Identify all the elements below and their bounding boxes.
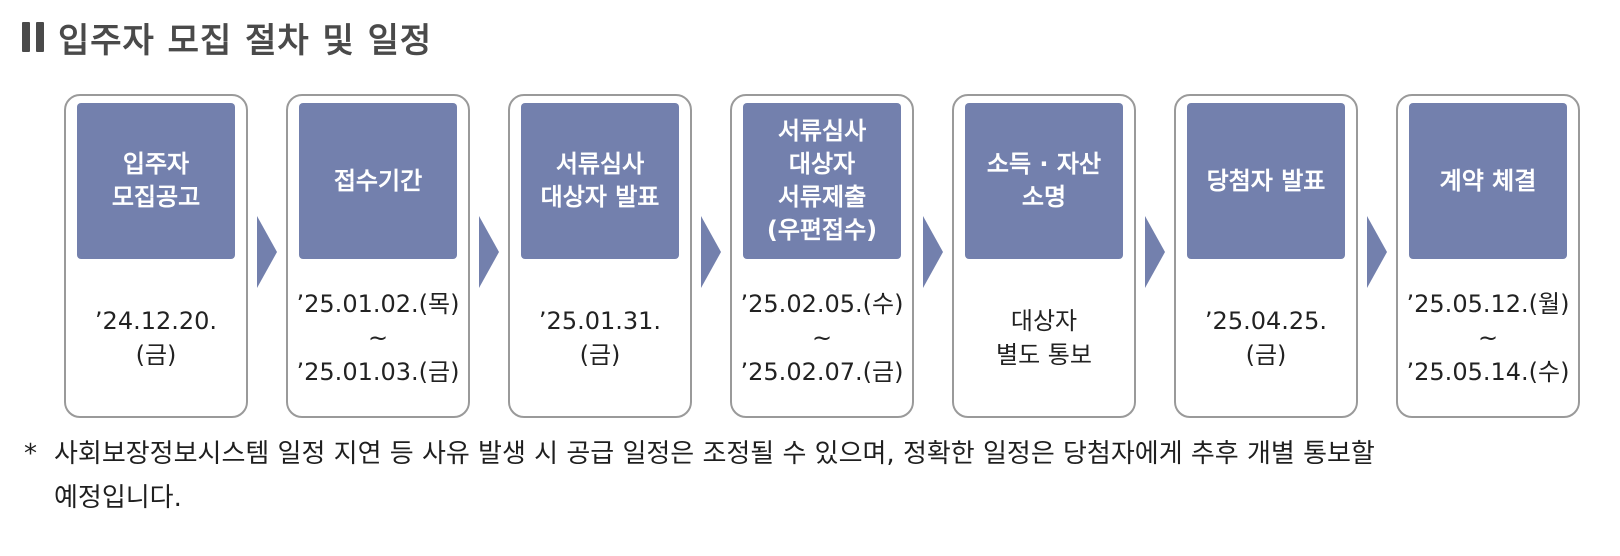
step-label: 당첨자 발표 <box>1187 103 1345 259</box>
step-date: ’25.04.25. (금) <box>1204 306 1328 369</box>
step-date: ’24.12.20. (금) <box>94 306 218 369</box>
step-card-2: 접수기간 ’25.01.02.(목) ~ ’25.01.03.(금) <box>286 94 470 418</box>
page-title: 입주자 모집 절차 및 일정 <box>58 20 433 61</box>
section-title: 입주자 모집 절차 및 일정 <box>22 14 433 61</box>
step-label: 소득 · 자산 소명 <box>965 103 1123 259</box>
asterisk-marker: * <box>24 439 37 469</box>
step-date: ’25.05.12.(월) ~ ’25.05.14.(수) <box>1406 289 1570 386</box>
step-card-3: 서류심사 대상자 발표 ’25.01.31. (금) <box>508 94 692 418</box>
footnote: * 사회보장정보시스템 일정 지연 등 사유 발생 시 공급 일정은 조정될 수… <box>24 432 1594 520</box>
step-label: 접수기간 <box>299 103 457 259</box>
footnote-line-1: 사회보장정보시스템 일정 지연 등 사유 발생 시 공급 일정은 조정될 수 있… <box>54 439 1375 469</box>
arrow-right-icon <box>248 94 286 418</box>
step-label: 입주자 모집공고 <box>77 103 235 259</box>
arrow-right-icon <box>1136 94 1174 418</box>
footnote-line-2: 예정입니다. <box>54 483 182 513</box>
step-card-6: 당첨자 발표 ’25.04.25. (금) <box>1174 94 1358 418</box>
step-card-4: 서류심사 대상자 서류제출 (우편접수) ’25.02.05.(수) ~ ’25… <box>730 94 914 418</box>
arrow-right-icon <box>914 94 952 418</box>
step-label: 서류심사 대상자 서류제출 (우편접수) <box>743 103 901 259</box>
step-label: 계약 체결 <box>1409 103 1567 259</box>
title-bar-icon <box>22 22 44 52</box>
step-date: ’25.01.31. (금) <box>538 306 662 369</box>
step-date: 대상자 별도 통보 <box>996 306 1092 369</box>
step-label: 서류심사 대상자 발표 <box>521 103 679 259</box>
step-card-1: 입주자 모집공고 ’24.12.20. (금) <box>64 94 248 418</box>
step-date: ’25.02.05.(수) ~ ’25.02.07.(금) <box>740 289 904 386</box>
step-date: ’25.01.02.(목) ~ ’25.01.03.(금) <box>296 289 460 386</box>
step-card-7: 계약 체결 ’25.05.12.(월) ~ ’25.05.14.(수) <box>1396 94 1580 418</box>
arrow-right-icon <box>1358 94 1396 418</box>
process-steps: 입주자 모집공고 ’24.12.20. (금) 접수기간 ’25.01.02.(… <box>64 94 1580 418</box>
arrow-right-icon <box>692 94 730 418</box>
arrow-right-icon <box>470 94 508 418</box>
step-card-5: 소득 · 자산 소명 대상자 별도 통보 <box>952 94 1136 418</box>
